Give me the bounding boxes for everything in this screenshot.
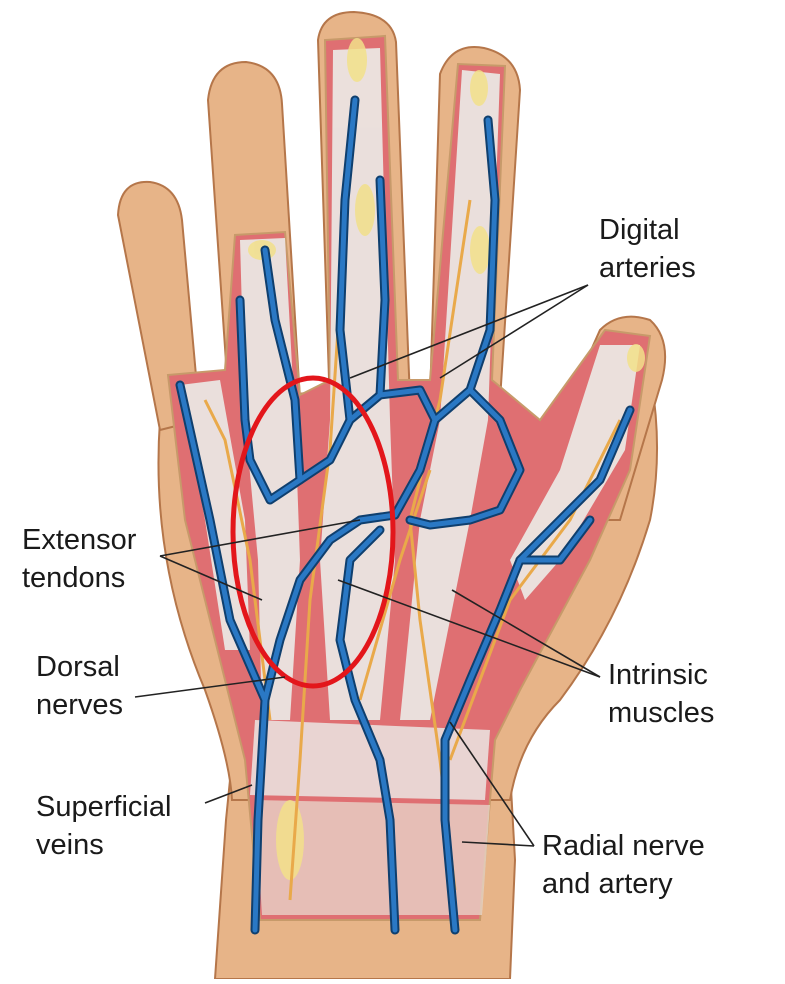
leader-extensor-tendons-2	[159, 519, 361, 557]
label-superficial-veins: Superficial veins	[36, 791, 172, 861]
highlight-ring	[230, 375, 396, 689]
label-intrinsic-muscles: Intrinsic muscles	[608, 659, 715, 729]
superficial-veins-layer	[175, 95, 635, 935]
label-extensor-tendons: Extensor tendons	[22, 524, 137, 594]
leader-intrinsic-muscles-2	[451, 589, 601, 678]
leader-intrinsic-muscles-1	[337, 579, 601, 678]
label-digital-arteries: Digital arteries	[599, 214, 696, 284]
leader-digital-arteries-2	[439, 284, 589, 379]
leader-radial-nerve-2	[461, 841, 535, 847]
leader-superficial-veins	[204, 784, 253, 804]
leader-digital-arteries-1	[349, 284, 589, 379]
leader-extensor-tendons-1	[159, 555, 263, 601]
label-dorsal-nerves: Dorsal nerves	[36, 651, 124, 721]
label-radial-nerve-and-artery: Radial nerve and artery	[542, 830, 705, 900]
leader-dorsal-nerves	[134, 676, 286, 698]
leader-radial-nerve-1	[449, 721, 535, 847]
leader-lines	[134, 284, 601, 847]
